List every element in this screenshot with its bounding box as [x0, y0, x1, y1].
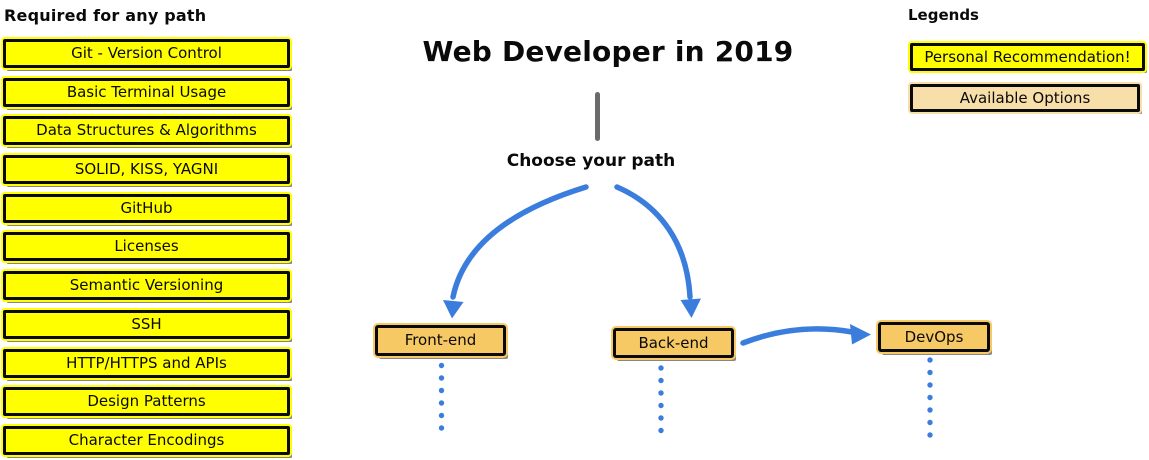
choose-path-label: Choose your path [506, 151, 676, 171]
dotted-continuation-back-end [658, 365, 664, 434]
required-item-data-structures-algorithms[interactable]: Data Structures & Algorithms [3, 116, 290, 146]
arrowhead-down-icon [443, 300, 464, 319]
required-item-git-version-control[interactable]: Git - Version Control [3, 39, 290, 68]
required-item-character-encodings[interactable]: Character Encodings [3, 425, 290, 455]
arrow-choose-to-back-end [614, 184, 701, 318]
legends-header: Legends [908, 6, 979, 24]
required-item-basic-terminal-usage[interactable]: Basic Terminal Usage [3, 77, 290, 107]
legend-personal-recommendation: Personal Recommendation! [910, 43, 1145, 71]
dotted-continuation-front-end [438, 362, 445, 431]
required-item-semantic-versioning[interactable]: Semantic Versioning [3, 271, 290, 301]
path-box-front-end[interactable]: Front-end [375, 325, 506, 356]
arrow-back-end-to-devops [740, 324, 871, 346]
required-item-ssh[interactable]: SSH [3, 309, 290, 339]
required-item-licenses[interactable]: Licenses [3, 232, 290, 262]
required-section: Git - Version Control Basic Terminal Usa… [3, 39, 290, 455]
required-item-design-patterns[interactable]: Design Patterns [3, 387, 290, 417]
path-box-back-end[interactable]: Back-end [613, 328, 734, 358]
dotted-continuation-devops [927, 357, 933, 438]
required-item-solid-kiss-yagni[interactable]: SOLID, KISS, YAGNI [3, 155, 290, 185]
legend-available-options: Available Options [910, 84, 1140, 112]
arrowhead-right-icon [850, 324, 871, 345]
required-item-http-https-apis[interactable]: HTTP/HTTPS and APIs [3, 348, 290, 378]
page-title: Web Developer in 2019 [422, 35, 794, 68]
arrow-choose-to-front-end [443, 184, 589, 319]
stem-line [595, 92, 600, 141]
arrowhead-down-icon [680, 298, 701, 318]
path-box-devops[interactable]: DevOps [878, 322, 990, 352]
required-item-github[interactable]: GitHub [3, 193, 290, 223]
required-section-header: Required for any path [4, 6, 207, 25]
